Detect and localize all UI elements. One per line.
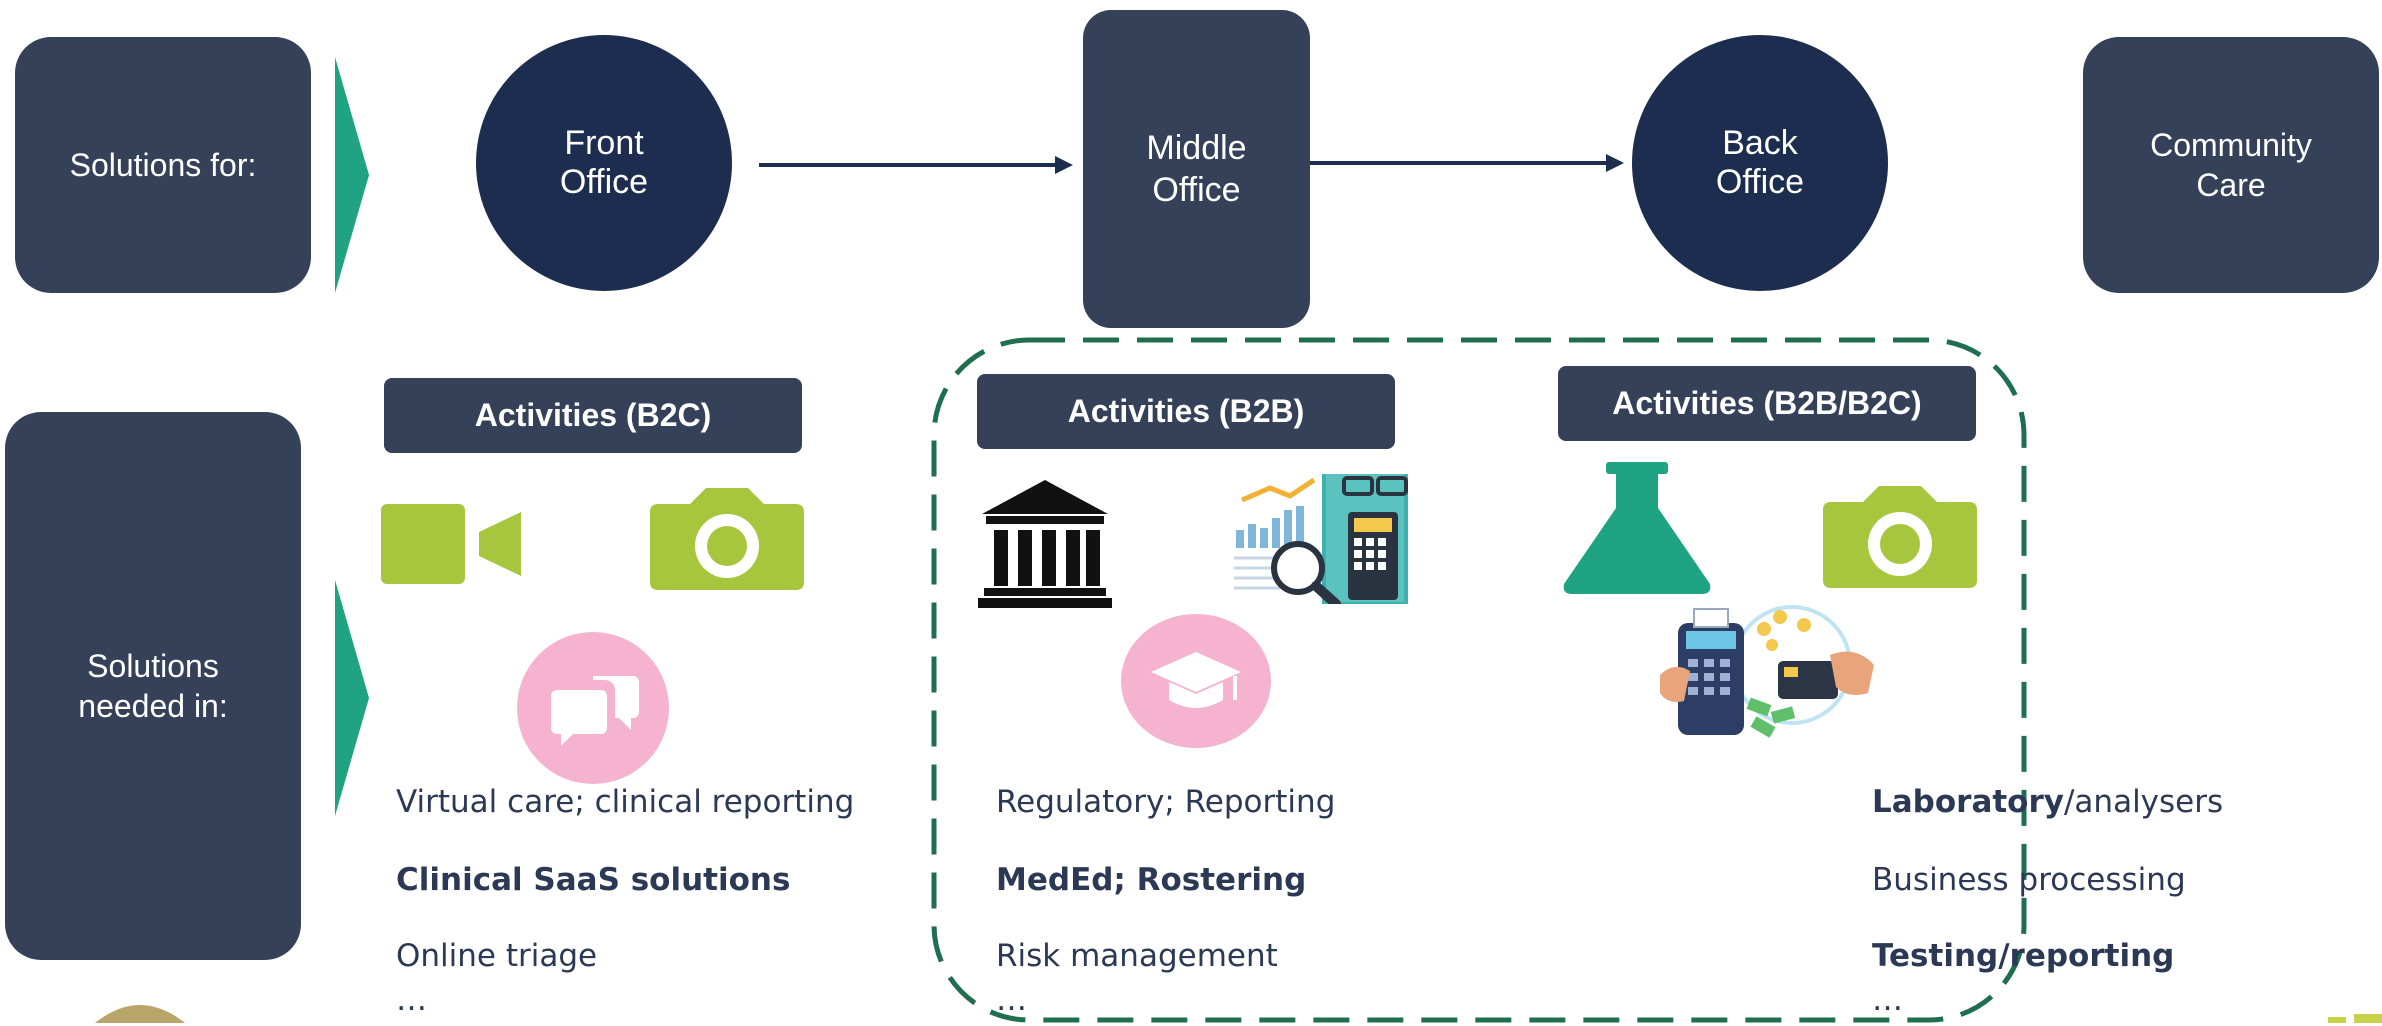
back-office-label: Back Office: [1715, 123, 1805, 201]
arrow-chevron-icon: [335, 580, 369, 816]
camera-icon: [650, 488, 804, 590]
connector-arrow-middle-back: [1310, 154, 1624, 172]
b2b-b2c-item-3: Testing/reporting: [1872, 938, 2175, 974]
b2b-item-3: Risk management: [996, 938, 1278, 974]
activities-b2b-heading: Activities (B2B): [977, 374, 1395, 449]
b2b-item-2: MedEd; Rostering: [996, 862, 1307, 898]
middle-office-label: Middle Office: [1146, 128, 1247, 210]
laboratory-bold-text: Laboratory: [1872, 784, 2064, 820]
solutions-needed-label: Solutions needed in:: [78, 648, 228, 724]
b2b-b2c-item-1: Laboratory/analysers: [1872, 784, 2223, 820]
b2c-item-1: Virtual care; clinical reporting: [396, 784, 855, 820]
b2c-item-4: …: [396, 982, 427, 1018]
solutions-needed-box: Solutions needed in:: [5, 412, 301, 960]
b2b-b2c-item-2: Business processing: [1872, 862, 2186, 898]
graduation-cap-icon: [1121, 614, 1271, 748]
lab-flask-icon: [1563, 462, 1711, 594]
analytics-calculator-icon: [1234, 474, 1408, 604]
arrow-chevron-icon: [335, 57, 369, 293]
solutions-for-label: Solutions for:: [69, 147, 257, 183]
analysers-text: /analysers: [2063, 784, 2224, 820]
connector-arrow-front-middle: [759, 156, 1073, 174]
dashed-grouping-border: [931, 337, 2027, 1023]
bank-building-icon: [978, 480, 1112, 608]
b2b-item-4: …: [996, 982, 1027, 1018]
video-camera-icon: [381, 504, 521, 584]
activities-b2b-b2c-heading: Activities (B2B/B2C): [1558, 366, 1976, 441]
community-care-box: Community Care: [2083, 37, 2379, 293]
front-office-node: Front Office: [476, 35, 732, 291]
b2c-item-2: Clinical SaaS solutions: [396, 862, 791, 898]
activities-b2c-heading: Activities (B2C): [384, 378, 802, 453]
middle-office-node: Middle Office: [1083, 10, 1310, 328]
corner-mark-fragment: [2328, 1014, 2382, 1023]
b2b-item-1: Regulatory; Reporting: [996, 784, 1336, 820]
solutions-for-box: Solutions for:: [15, 37, 311, 293]
front-office-label: Front Office: [559, 123, 649, 201]
card-payment-icon: [1660, 605, 1874, 738]
camera-icon: [1823, 486, 1977, 588]
chat-bubbles-icon: [517, 632, 669, 784]
community-care-label: Community Care: [2150, 127, 2312, 203]
b2b-b2c-item-4: …: [1872, 982, 1903, 1018]
corner-logo-fragment: [95, 1005, 185, 1023]
back-office-node: Back Office: [1632, 35, 1888, 291]
b2c-item-3: Online triage: [396, 938, 598, 974]
